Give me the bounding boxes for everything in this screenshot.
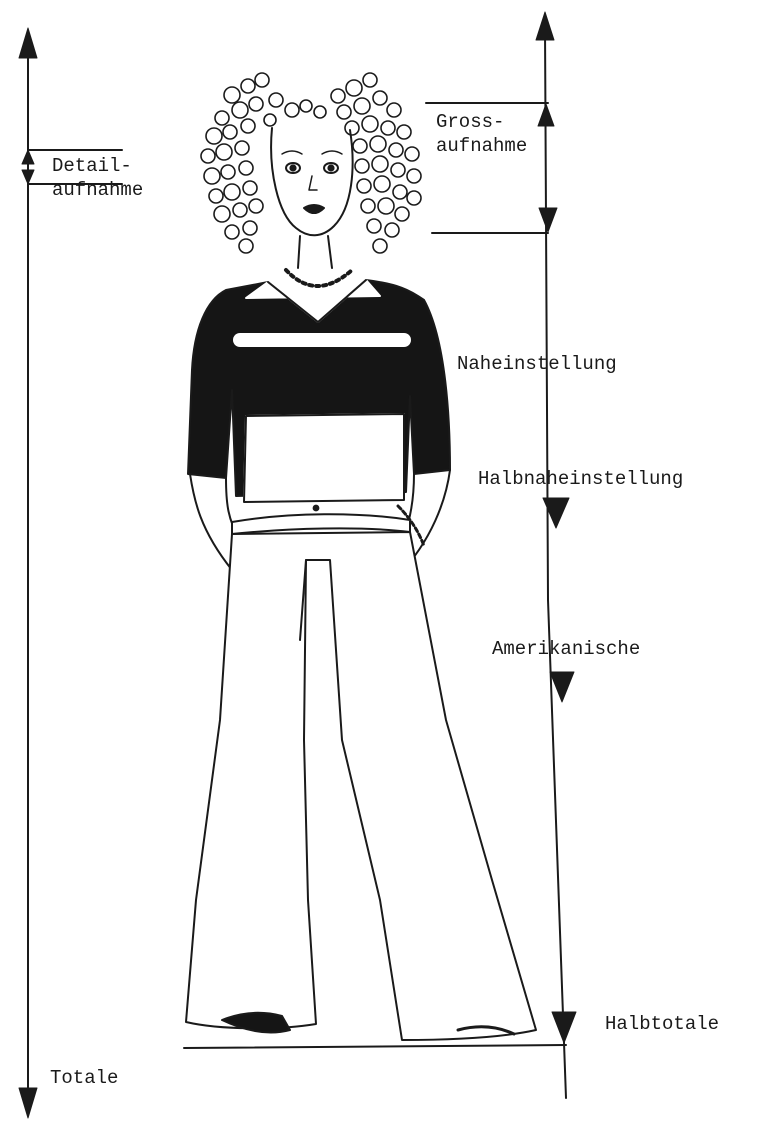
necklace <box>286 270 352 286</box>
left-shoe <box>222 1013 290 1033</box>
detail-arrow-up-icon <box>22 150 34 164</box>
amerikanische-label: Amerikanische <box>492 637 640 661</box>
flared-pants <box>186 532 536 1040</box>
arrow-up-icon <box>19 28 37 58</box>
mouth <box>304 205 324 213</box>
face <box>271 128 352 235</box>
woman-figure <box>186 73 536 1040</box>
gross-arrow-down-icon <box>539 208 557 232</box>
gross-label-line1: Gross- <box>436 111 504 133</box>
detail-label-line2: aufnahme <box>52 179 143 201</box>
gross-arrow-up-icon <box>538 104 554 126</box>
detail-label-line1: Detail- <box>52 155 132 177</box>
halbnaheinstellung-label: Halbnaheinstellung <box>478 467 683 491</box>
gross-label-line2: aufnahme <box>436 135 527 157</box>
detail-arrow-down-icon <box>22 170 34 184</box>
halbtotale-label: Halbtotale <box>605 1012 719 1036</box>
detail-aufnahme-label: Detail-aufnahme <box>52 154 143 202</box>
amerikanische-arrow-icon <box>550 672 574 702</box>
naheinstellung-label: Naheinstellung <box>457 352 617 376</box>
halbtotale-arrow-icon <box>552 1012 576 1043</box>
arrow-down-icon <box>19 1088 37 1118</box>
totale-label: Totale <box>50 1066 118 1090</box>
arrow-up-icon <box>536 12 554 40</box>
curly-hair <box>201 73 421 253</box>
gross-aufnahme-label: Gross-aufnahme <box>436 110 527 158</box>
